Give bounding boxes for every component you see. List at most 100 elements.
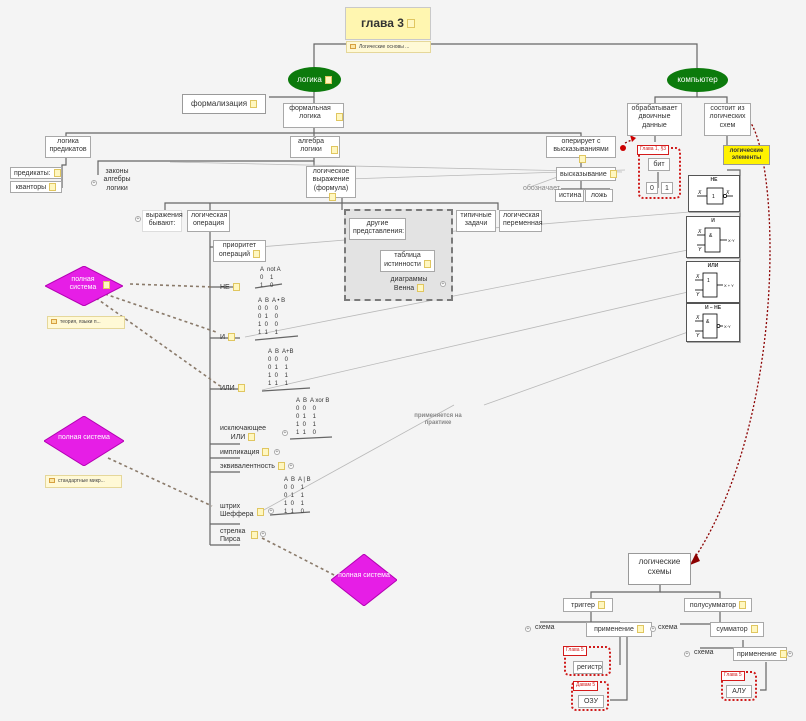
op-or[interactable]: ИЛИ <box>220 384 245 393</box>
note-icon[interactable] <box>329 193 336 202</box>
chapter5a-tag[interactable]: Глава 5 <box>563 646 587 656</box>
ram-node[interactable]: ОЗУ <box>578 695 604 708</box>
expand-icon[interactable]: + <box>684 651 690 657</box>
venn-node[interactable]: диаграммы Венна <box>385 276 433 294</box>
note-icon[interactable] <box>262 448 270 456</box>
chapter5c-tag[interactable]: Глава 5 <box>721 671 745 681</box>
expr-are-node[interactable]: выражения бывают: <box>142 210 183 232</box>
expand-icon[interactable]: + <box>650 626 656 632</box>
note-icon[interactable] <box>232 283 240 291</box>
operates-node[interactable]: оперирует с высказываниями <box>546 136 616 163</box>
typical-node[interactable]: типичные задачи <box>456 210 496 232</box>
half-adder-node[interactable]: полусумматор <box>684 598 752 612</box>
predicates-node[interactable]: предикаты: <box>10 167 62 179</box>
note-icon[interactable] <box>750 625 758 634</box>
root-topic[interactable]: глава 3 <box>345 7 431 40</box>
op-sheffer[interactable]: штрих Шеффера <box>220 503 254 520</box>
one-node[interactable]: 1 <box>661 182 673 194</box>
algebra-node[interactable]: алгебра логики <box>290 136 340 158</box>
predicate-logic-node[interactable]: логика предикатов <box>45 136 91 158</box>
priority-node[interactable]: приоритет операций <box>213 240 266 262</box>
note-icon[interactable] <box>331 145 338 154</box>
formal-logic-node[interactable]: формальная логика <box>283 103 344 128</box>
op-impl[interactable]: импликация <box>220 448 270 457</box>
note-icon[interactable] <box>251 531 258 539</box>
trigger-scheme[interactable]: схема <box>535 624 555 632</box>
quantifiers-node[interactable]: кванторы <box>10 181 62 193</box>
full-system-diamond-1[interactable] <box>45 266 123 306</box>
chapter5b-tag[interactable]: Давам 5 <box>573 681 599 691</box>
schemes-node[interactable]: логические схемы <box>628 553 691 585</box>
adder-node[interactable]: сумматор <box>710 622 764 637</box>
statement-node[interactable]: высказывание <box>556 167 617 181</box>
false-node[interactable]: ложь <box>585 189 613 202</box>
alu-node[interactable]: АЛУ <box>726 685 752 698</box>
branch-logic[interactable]: логика <box>288 67 341 92</box>
expand-icon[interactable]: + <box>135 216 141 222</box>
trigger-node[interactable]: триггер <box>563 598 613 612</box>
note-icon[interactable] <box>636 625 644 634</box>
register-node[interactable]: регистр <box>573 661 603 674</box>
note-icon[interactable] <box>53 169 61 178</box>
note-icon[interactable] <box>609 170 617 179</box>
other-repr-node[interactable]: другие представления: <box>349 218 406 240</box>
op-pierce[interactable]: стрелка Пирса <box>220 528 252 545</box>
note-icon[interactable] <box>423 260 431 269</box>
formalization-node[interactable]: формализация <box>182 94 266 114</box>
full-system-note-2[interactable]: стандартные микр... <box>45 475 122 488</box>
full-system-note-1[interactable]: теория, языки п... <box>47 316 125 329</box>
op-and[interactable]: И <box>220 333 236 342</box>
note-icon[interactable] <box>103 281 110 289</box>
note-icon[interactable] <box>49 183 57 192</box>
note-icon[interactable] <box>336 112 343 121</box>
expression-node[interactable]: логическое выражение (формула) <box>306 166 356 202</box>
note-icon[interactable] <box>779 650 787 659</box>
note-icon[interactable] <box>739 601 747 610</box>
expand-icon[interactable]: + <box>288 463 294 469</box>
branch-computer[interactable]: компьютер <box>667 68 728 92</box>
true-node[interactable]: истина <box>555 189 584 202</box>
elements-node[interactable]: логические элементы <box>723 145 770 165</box>
bit-node[interactable]: бит <box>648 158 670 171</box>
note-icon[interactable] <box>237 384 245 392</box>
zero-node[interactable]: 0 <box>646 182 658 194</box>
note-icon[interactable] <box>579 154 586 163</box>
note-icon[interactable] <box>250 99 258 108</box>
laws-node[interactable]: законы алгебры логики <box>100 168 134 193</box>
truth-table-node[interactable]: таблица истинности <box>380 250 435 272</box>
root-note[interactable]: Логические основы ... <box>346 41 431 53</box>
expand-icon[interactable]: + <box>787 651 793 657</box>
note-icon[interactable] <box>277 462 285 470</box>
chapter1-tag[interactable]: Глава 1, §3 <box>637 145 670 155</box>
expand-icon[interactable]: + <box>440 281 446 287</box>
note-icon[interactable] <box>324 75 332 84</box>
consists-node[interactable]: состоит из логических схем <box>704 103 751 136</box>
note-icon[interactable] <box>406 19 415 29</box>
half-adder-scheme[interactable]: схема <box>658 624 678 632</box>
note-icon[interactable] <box>253 250 261 259</box>
note-icon[interactable] <box>417 284 425 293</box>
op-xor[interactable]: исключающее ИЛИ <box>220 425 266 443</box>
expand-icon[interactable]: + <box>525 626 531 632</box>
adder-application[interactable]: применение <box>733 647 787 661</box>
binary-node[interactable]: обрабатывает двоичные данные <box>627 103 682 136</box>
note-icon[interactable] <box>597 601 605 610</box>
expand-icon[interactable]: + <box>274 449 280 455</box>
log-op-node[interactable]: логическая операция <box>187 210 230 232</box>
note-icon[interactable] <box>228 333 236 341</box>
op-not[interactable]: НЕ <box>220 283 240 292</box>
full-system-diamond-3[interactable] <box>331 554 397 606</box>
expand-icon[interactable]: + <box>282 430 288 436</box>
expand-icon[interactable]: + <box>260 531 266 537</box>
note-icon[interactable] <box>248 433 256 442</box>
adder-scheme[interactable]: схема <box>694 649 714 657</box>
log-var-node[interactable]: логическая переменная <box>499 210 543 232</box>
note-icon[interactable] <box>257 508 264 516</box>
expand-icon[interactable]: + <box>268 508 274 514</box>
full-system-diamond-2[interactable] <box>44 416 124 466</box>
expand-icon[interactable]: + <box>91 180 97 186</box>
